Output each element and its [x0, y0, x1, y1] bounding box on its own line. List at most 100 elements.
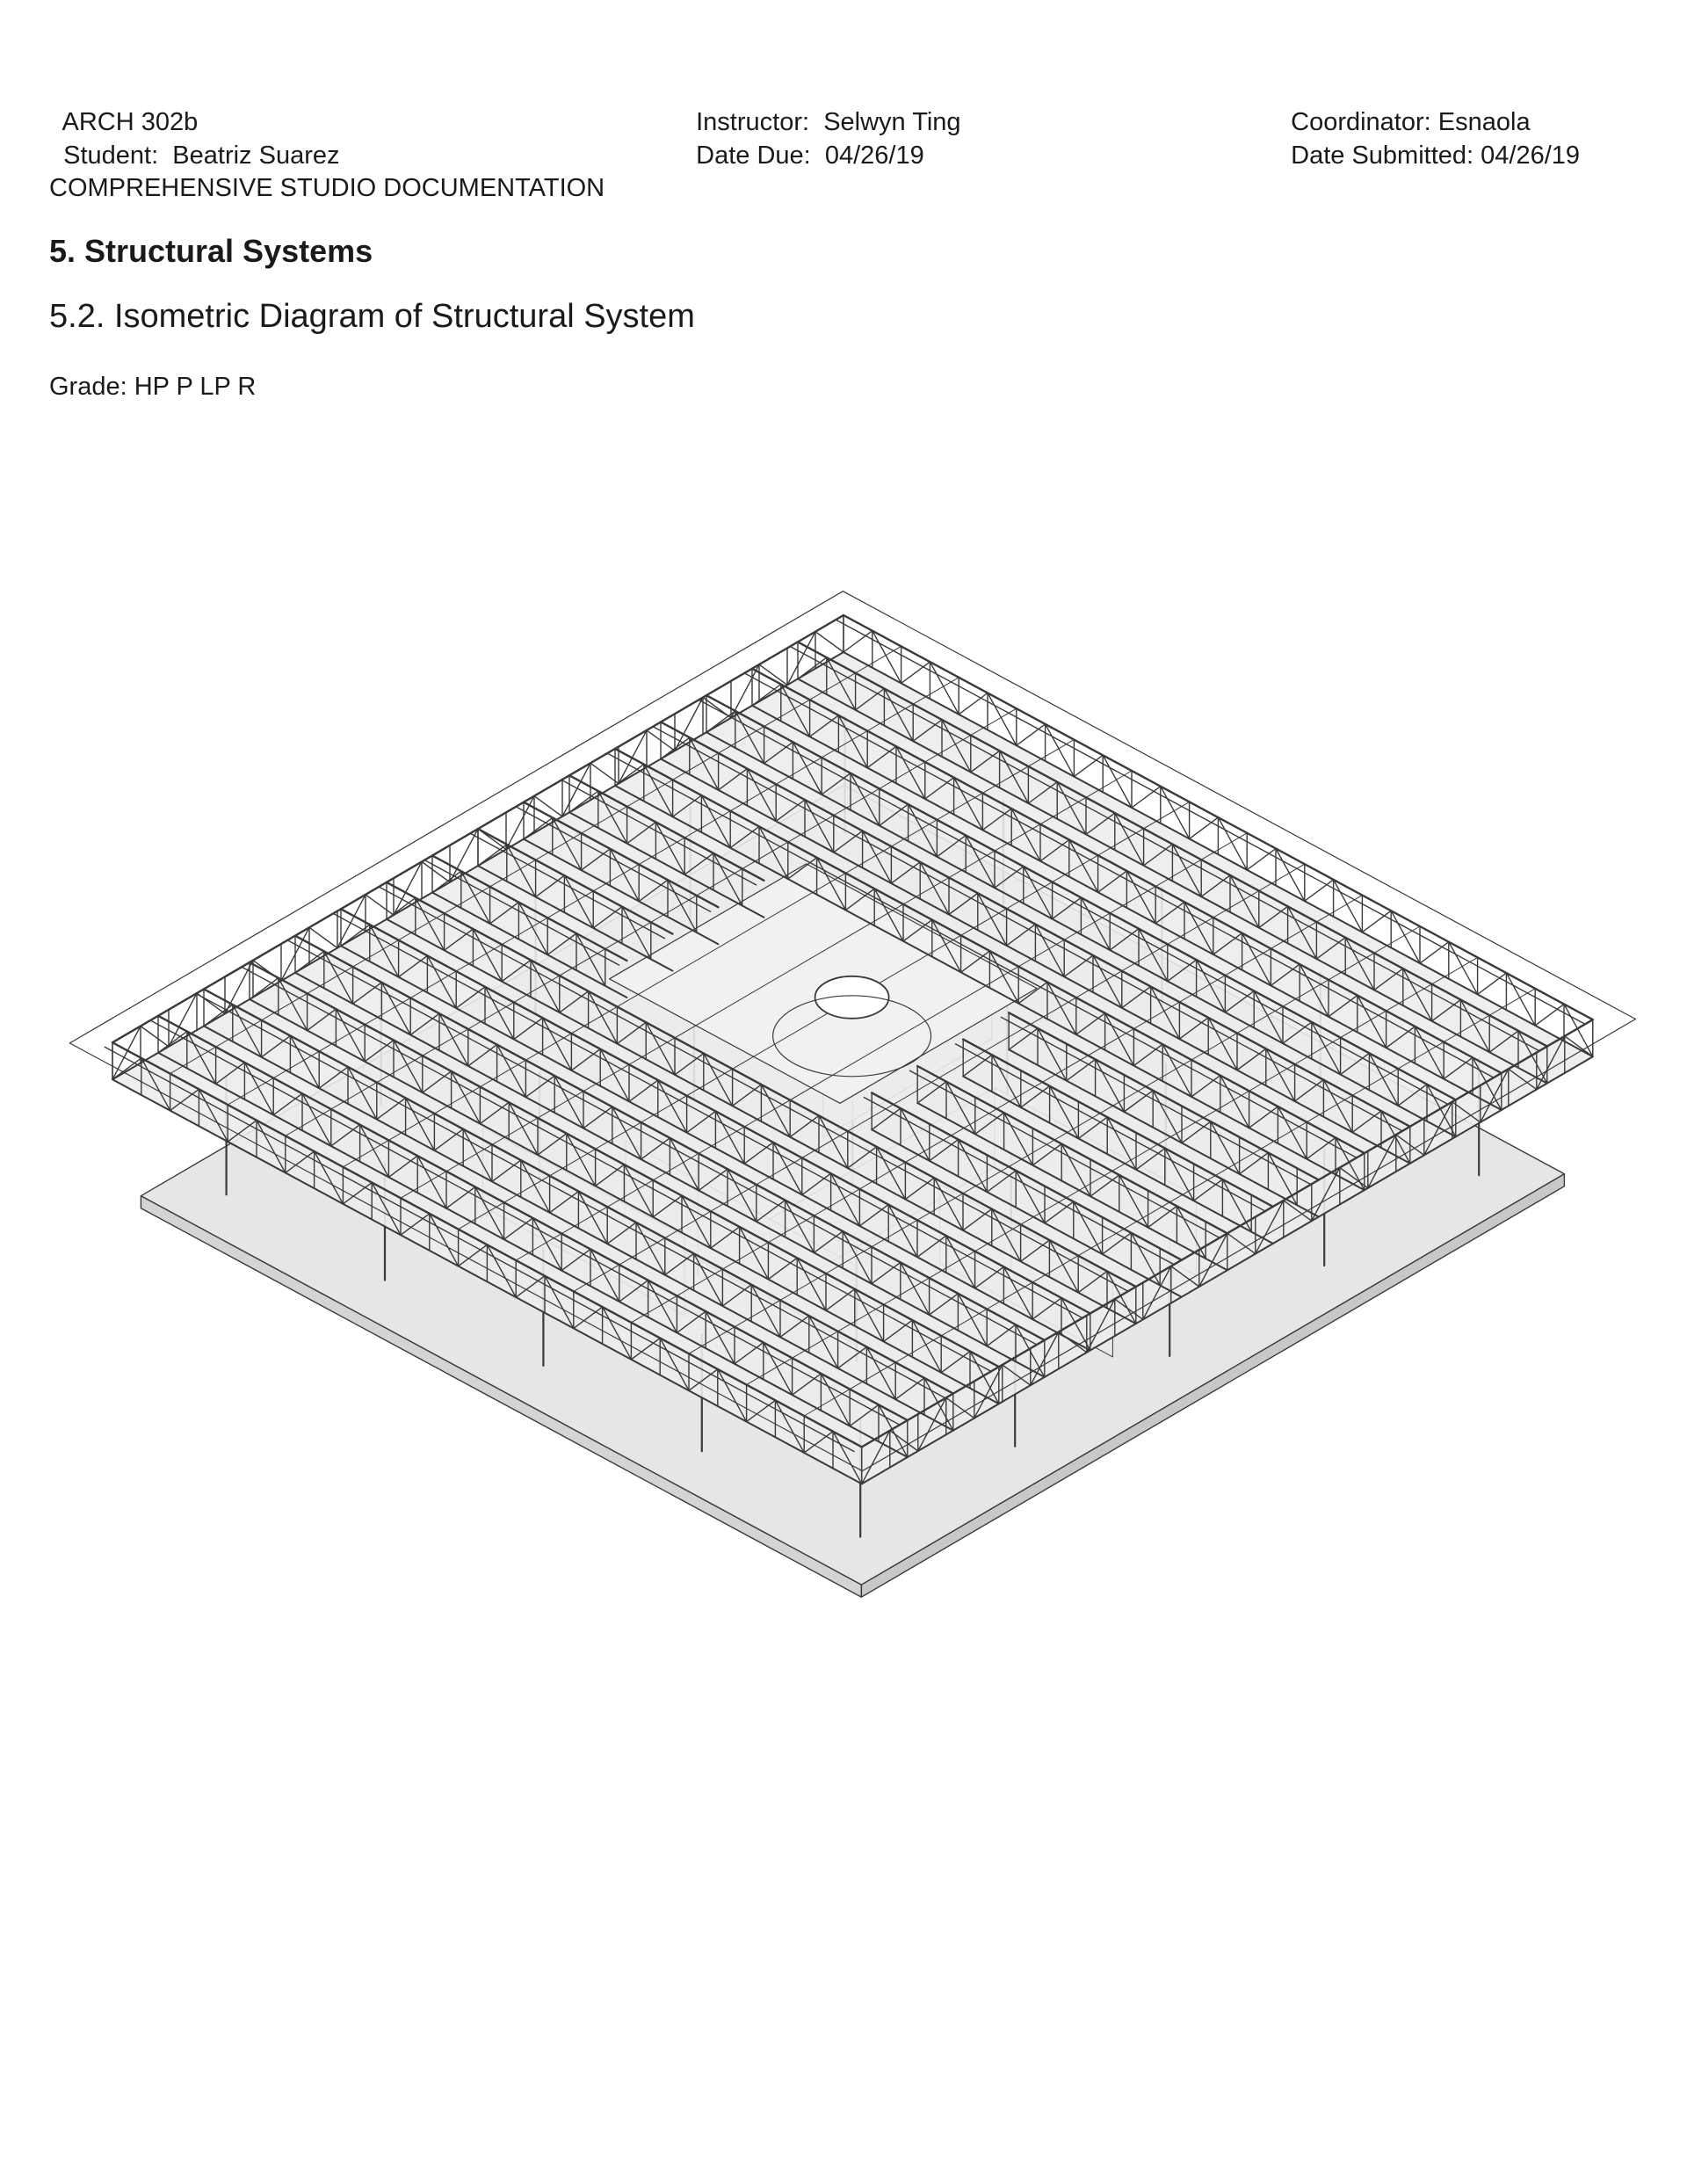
edge-truss-front-right-diagonal — [1170, 1265, 1200, 1288]
primary-truss-14-diagonal — [705, 1310, 735, 1365]
edge-truss-front-right-diagonal — [1030, 1331, 1060, 1386]
primary-truss-12-diagonal — [278, 976, 308, 1032]
primary-truss-14-diagonal — [849, 1404, 880, 1427]
edge-truss-back-left-diagonal — [1304, 879, 1335, 902]
date-submitted-value: 04/26/19 — [1481, 141, 1581, 170]
primary-truss-3-diagonal — [861, 830, 893, 884]
primary-truss-9-diagonal — [904, 1177, 935, 1201]
date-submitted-label: Date Submitted: — [1291, 141, 1474, 170]
primary-truss-10-diagonal — [829, 1172, 861, 1227]
primary-truss-13-diagonal — [548, 1190, 580, 1214]
coordinator-label: Coordinator: — [1291, 108, 1431, 136]
primary-truss-13-diagonal — [289, 1034, 320, 1089]
primary-truss-14-diagonal — [791, 1373, 822, 1396]
primary-truss-6-b-bottom-chord — [962, 1075, 1274, 1244]
primary-truss-5-b-top-chord-2 — [1000, 1016, 1312, 1186]
coordinator-name: Esnaola — [1437, 108, 1531, 136]
primary-truss-7-b-diagonal — [1090, 1174, 1120, 1197]
primary-truss-13-diagonal — [779, 1315, 810, 1339]
primary-truss-10-diagonal — [945, 1235, 976, 1289]
primary-truss-10-diagonal — [397, 954, 429, 978]
primary-truss-6-a-diagonal — [580, 848, 612, 871]
primary-truss-8-a-diagonal — [576, 932, 606, 987]
edge-truss-front-right-diagonal — [1395, 1134, 1425, 1157]
edge-truss-back-left-diagonal — [987, 692, 1017, 746]
primary-truss-7-b-bottom-chord — [916, 1102, 1228, 1272]
primary-truss-11-diagonal — [727, 1168, 757, 1223]
primary-truss-2-diagonal — [907, 803, 938, 858]
primary-truss-6-b-top-chord-2 — [954, 1043, 1266, 1212]
primary-truss-7-b-diagonal — [1119, 1174, 1149, 1229]
primary-truss-12-diagonal — [508, 1101, 539, 1156]
primary-truss-2-diagonal — [994, 866, 1025, 889]
edge-truss-front-right-diagonal — [1142, 1265, 1172, 1321]
edge-truss-back-left-diagonal — [1073, 754, 1104, 778]
edge-truss-back-left-diagonal — [1419, 940, 1450, 964]
edge-truss-front-right-diagonal — [1311, 1166, 1341, 1222]
primary-truss-8-b-bottom-chord — [871, 1128, 1183, 1298]
edge-truss-front-left-diagonal — [256, 1119, 286, 1174]
edge-truss-back-left-top-chord-2 — [835, 619, 1586, 1026]
primary-truss-0-top-chord-2 — [789, 645, 1540, 1052]
primary-truss-5-b-diagonal — [1181, 1121, 1212, 1144]
edge-truss-back-right-diagonal — [308, 926, 338, 949]
edge-truss-back-left-diagonal — [929, 661, 959, 715]
edge-truss-front-left-diagonal — [544, 1274, 575, 1330]
primary-truss-1-diagonal — [952, 777, 984, 831]
primary-truss-8-a-diagonal — [518, 901, 548, 956]
primary-truss-7-b-diagonal — [1003, 1112, 1034, 1166]
primary-truss-8-b-diagonal — [1073, 1201, 1104, 1255]
edge-truss-back-right-diagonal — [168, 992, 198, 1048]
edge-truss-front-left-diagonal — [457, 1244, 489, 1267]
primary-truss-8-b-diagonal — [986, 1170, 1017, 1193]
primary-truss-12-diagonal — [306, 1008, 337, 1032]
instructor-line: Instructor: Selwyn Ting — [682, 72, 960, 139]
primary-truss-10-diagonal — [426, 954, 457, 1009]
edge-truss-back-right-diagonal — [533, 795, 563, 817]
primary-truss-11-diagonal — [380, 982, 411, 1036]
grade-label: Grade: — [49, 373, 127, 401]
primary-truss-6-b-diagonal — [1164, 1147, 1195, 1201]
primary-truss-13-diagonal — [347, 1066, 378, 1121]
primary-truss-2-diagonal — [1051, 896, 1082, 920]
primary-truss-2-diagonal — [1138, 927, 1169, 983]
primary-truss-13-diagonal — [923, 1377, 954, 1432]
primary-truss-6-a-diagonal — [638, 879, 669, 903]
primary-truss-13-diagonal — [894, 1377, 925, 1400]
primary-truss-14-diagonal — [503, 1217, 534, 1240]
primary-truss-9-diagonal — [1077, 1270, 1108, 1294]
primary-truss-0-diagonal — [1286, 905, 1318, 960]
edge-truss-front-left-diagonal — [371, 1181, 402, 1236]
primary-truss-6-a-diagonal — [609, 848, 640, 903]
primary-truss-2-diagonal — [735, 710, 765, 765]
primary-truss-14-diagonal — [647, 1279, 678, 1334]
primary-truss-2-diagonal — [936, 834, 967, 858]
primary-truss-0-diagonal — [854, 687, 886, 711]
edge-truss-front-right-diagonal — [889, 1429, 919, 1452]
primary-truss-3-diagonal — [1236, 1048, 1267, 1071]
primary-truss-14-diagonal — [186, 1030, 217, 1085]
edge-truss-front-left-diagonal — [227, 1119, 257, 1143]
primary-truss-1-diagonal — [1443, 1056, 1473, 1080]
edge-truss-front-left-diagonal — [169, 1088, 200, 1112]
primary-truss-14-top-chord-2 — [149, 1019, 901, 1426]
primary-truss-5-a-diagonal — [626, 821, 657, 845]
primary-truss-2-diagonal — [1080, 896, 1111, 951]
primary-truss-12-diagonal — [854, 1288, 885, 1343]
primary-truss-0-diagonal — [998, 750, 1030, 804]
primary-truss-11-diagonal — [612, 1106, 642, 1160]
primary-truss-9-diagonal — [760, 1084, 791, 1138]
primary-truss-12-diagonal — [479, 1101, 510, 1125]
primary-truss-9-diagonal — [501, 959, 532, 983]
oculus-skylight — [814, 975, 890, 1019]
primary-truss-1-diagonal — [1270, 963, 1300, 987]
primary-truss-4-diagonal — [1220, 1074, 1250, 1129]
primary-truss-4-diagonal — [1133, 1043, 1163, 1067]
primary-truss-6-b-diagonal — [962, 1054, 993, 1077]
primary-truss-4-diagonal — [959, 950, 991, 974]
primary-truss-5-b-top-chord — [1007, 1012, 1321, 1181]
primary-truss-3-diagonal — [919, 861, 950, 916]
primary-truss-10-diagonal — [340, 924, 371, 947]
primary-truss-8-a-bottom-chord — [431, 891, 628, 998]
primary-truss-7-b-diagonal — [1032, 1143, 1062, 1166]
